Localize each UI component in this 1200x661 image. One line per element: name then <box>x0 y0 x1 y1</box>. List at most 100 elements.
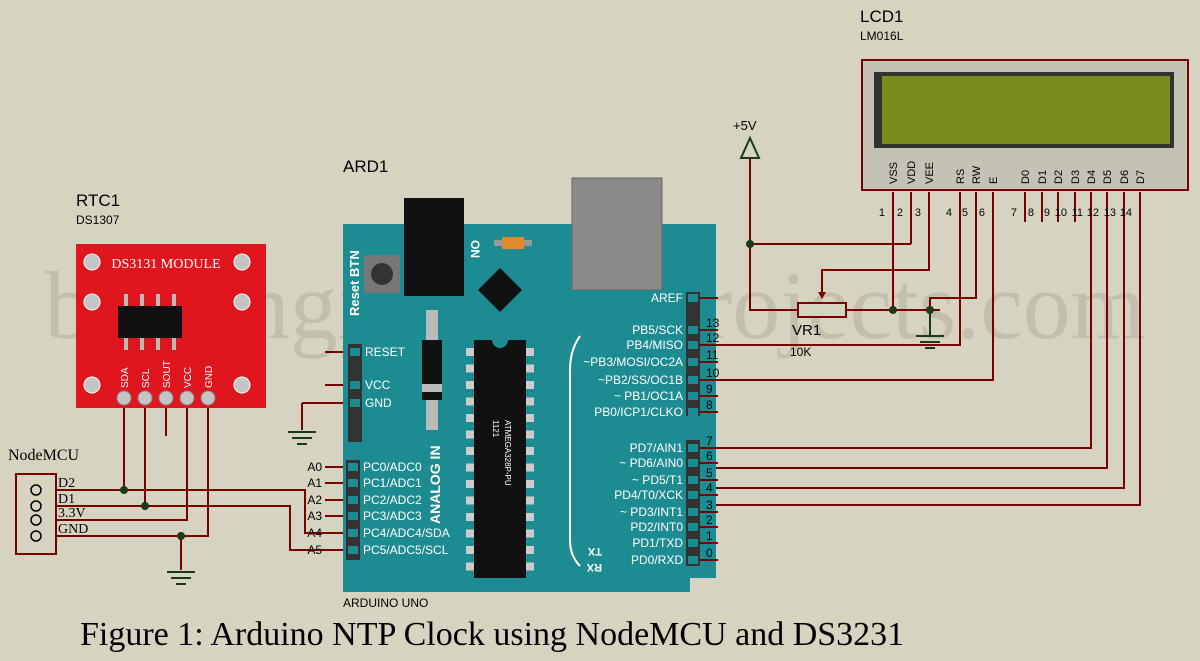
analog-pin <box>348 512 358 520</box>
digital-pin-label: PD4/T0/XCK <box>614 488 683 502</box>
analog-pin-label: PC2/ADC2 <box>363 493 422 507</box>
digital-pin <box>688 341 698 349</box>
arduino-ref: ARD1 <box>343 157 388 176</box>
lcd-pin-number: 14 <box>1120 207 1132 219</box>
rtc-pin-pad <box>158 390 174 406</box>
nodemcu-pin-label: GND <box>58 522 88 537</box>
rtc-pin-pad <box>137 390 153 406</box>
digital-pin <box>688 491 698 499</box>
digital-pin-label: ~ PD6/AIN0 <box>619 456 683 470</box>
analog-in-label: ANALOG IN <box>427 445 443 524</box>
power-pin-label: RESET <box>365 345 406 359</box>
nodemcu-pin-label: 3.3V <box>58 506 86 521</box>
power-pin <box>350 399 360 407</box>
digital-pin-number: 11 <box>706 348 719 362</box>
digital-pin-number: 10 <box>706 366 720 380</box>
nodemcu-pin <box>30 484 42 496</box>
digital-pin-label: ~PB2/SS/OC1B <box>598 373 683 387</box>
digital-pin-label: AREF <box>651 291 683 305</box>
digital-pin-number: 7 <box>706 434 713 448</box>
digital-pin-label: PB0/ICP1/CLKO <box>594 405 683 419</box>
rtc-pin-pad <box>116 390 132 406</box>
lcd-pin-name: D0 <box>1020 170 1032 184</box>
lcd-pin-number: 4 <box>946 207 952 219</box>
lcd-pin-name: RW <box>971 165 983 184</box>
digital-pin-number: 3 <box>706 498 713 512</box>
digital-pin-number: 4 <box>706 481 713 495</box>
analog-pin <box>348 529 358 537</box>
digital-pin-number: 13 <box>706 316 720 330</box>
on-label: ON <box>468 240 482 258</box>
digital-pin <box>688 408 698 416</box>
digital-pin-number: 6 <box>706 449 713 463</box>
analog-pin-number: A4 <box>307 526 322 540</box>
nodemcu-pin-label: D2 <box>58 476 75 491</box>
lcd-pin-name: E <box>988 177 1000 184</box>
digital-pin <box>688 476 698 484</box>
power-pin <box>350 381 360 389</box>
chip-sub: 1121 <box>491 420 500 438</box>
lcd-pin-number: 7 <box>1011 207 1017 219</box>
lcd-component: LCD1 LM016L VSS1VDD2VEE3RS4RW5E6D07D18D2… <box>860 7 1189 219</box>
rx-label: RX <box>586 561 602 573</box>
analog-pin-number: A1 <box>307 476 322 490</box>
analog-pin-label: PC1/ADC1 <box>363 476 422 490</box>
lcd-pin-name: VDD <box>906 161 918 184</box>
arduino-model: ARDUINO UNO <box>343 596 428 610</box>
digital-pin-number: 8 <box>706 398 713 412</box>
digital-pin-number: 1 <box>706 529 713 543</box>
lcd-pin-name: D5 <box>1102 170 1114 184</box>
analog-pin <box>348 479 358 487</box>
digital-pin-label: ~PB3/MOSI/OC2A <box>583 355 683 369</box>
digital-pin <box>688 508 698 516</box>
rtc-ref: RTC1 <box>76 191 120 210</box>
lcd-pin-name: D4 <box>1086 170 1098 184</box>
power-pin <box>350 348 360 356</box>
ground-symbol-pot <box>916 310 944 349</box>
digital-pin <box>688 539 698 547</box>
nodemcu-pin <box>30 514 42 526</box>
reset-btn-label: Reset BTN <box>347 250 362 316</box>
ground-symbol-nodemcu <box>167 571 195 585</box>
analog-pin <box>348 463 358 471</box>
pot-vr1: VR1 10K <box>790 292 847 359</box>
lcd-pin-name: VEE <box>924 162 936 184</box>
rtc-pin-label: SDA <box>120 367 131 388</box>
digital-pin-number: 0 <box>706 546 713 560</box>
lcd-pin-name: RS <box>955 169 967 184</box>
chip-label: ATMEGA328P-PU <box>503 420 512 486</box>
rtc-pin-pad <box>179 390 195 406</box>
lcd-pin-number: 2 <box>897 207 903 219</box>
lcd-pin-number: 1 <box>879 207 885 219</box>
lcd-pin-number: 3 <box>915 207 921 219</box>
digital-pin <box>688 523 698 531</box>
ground-symbol-arduino <box>288 431 316 445</box>
digital-pin-label: ~ PD3/INT1 <box>620 505 683 519</box>
rtc-pin-label: SCL <box>141 368 152 388</box>
analog-pin-label: PC3/ADC3 <box>363 509 422 523</box>
analog-pin-label: PC4/ADC4/SDA <box>363 526 450 540</box>
power-pin-label: VCC <box>365 378 391 392</box>
lcd-model: LM016L <box>860 29 904 43</box>
arduino-board: ARD1 Reset BTN ON ATMEGA328P-PU 1121 ANA… <box>307 157 719 610</box>
digital-pin <box>688 326 698 334</box>
power-pin-label: GND <box>365 396 392 410</box>
lcd-pin-number: 12 <box>1087 207 1099 219</box>
digital-pin <box>688 376 698 384</box>
lcd-pin-name: D7 <box>1135 170 1147 184</box>
digital-pin-number: 2 <box>706 513 713 527</box>
nodemcu-pin <box>30 500 42 512</box>
lcd-pin-number: 13 <box>1104 207 1116 219</box>
analog-pin-number: A3 <box>307 509 322 523</box>
pot-ref: VR1 <box>792 322 821 339</box>
lcd-pin-name: D3 <box>1070 170 1082 184</box>
digital-pin-label: ~ PB1/OC1A <box>614 389 683 403</box>
rtc-pin-label: SOUT <box>162 360 173 388</box>
rtc-pin-label: GND <box>204 366 215 388</box>
digital-pin-number: 12 <box>706 331 720 345</box>
digital-pin-label: PB4/MISO <box>626 338 683 352</box>
nodemcu-pin <box>30 530 42 542</box>
